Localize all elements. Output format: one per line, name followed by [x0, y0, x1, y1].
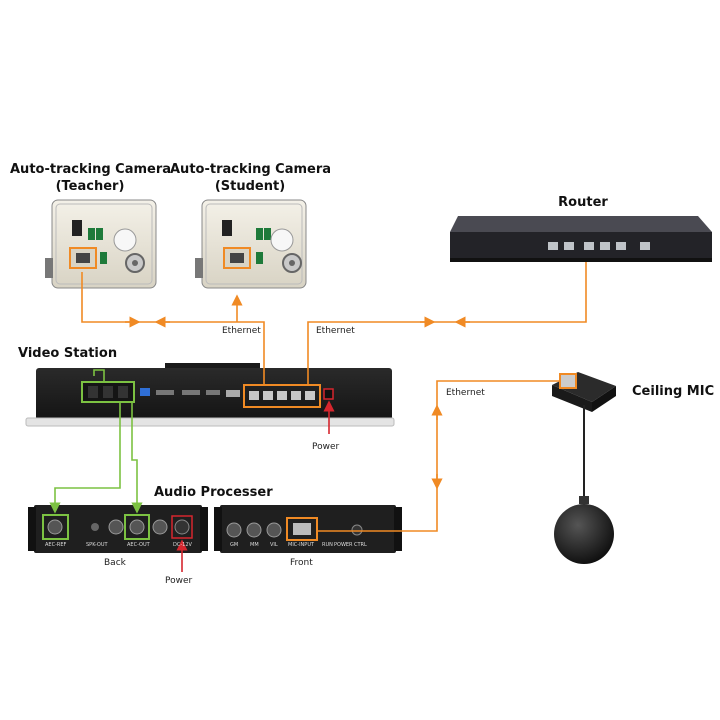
audio-processor-back: [28, 505, 208, 553]
camera-student: [195, 199, 307, 289]
port-label-gm: GM: [230, 542, 239, 548]
ethernet-links: [81, 262, 587, 532]
audio-processor-back-caption: Back: [104, 558, 126, 568]
router-title: Router: [558, 195, 608, 210]
port-label-mic-input: MIC-INPUT: [288, 542, 315, 548]
ceiling-mic-title: Ceiling MIC: [632, 384, 715, 399]
camera-teacher: [45, 199, 157, 289]
camera-student-title-line1: Auto-tracking Camera: [170, 162, 332, 177]
router: [450, 216, 712, 262]
camera-student-title: Auto-tracking Camera (Student): [170, 161, 332, 195]
port-label-vil: VIL: [270, 542, 278, 548]
port-label-aec-ref: AEC-REF: [45, 542, 67, 548]
ethernet-label-3: Ethernet: [446, 388, 485, 398]
ethernet-label-1: Ethernet: [222, 326, 261, 336]
audio-processor-title: Audio Processer: [154, 485, 273, 500]
port-label-ctrl: CTRL: [354, 542, 367, 548]
audio-links: [49, 369, 143, 514]
camera-student-title-line2: (Student): [214, 179, 286, 194]
camera-teacher-title-line1: Auto-tracking Camera: [10, 162, 172, 177]
audio-processor-front: [214, 505, 402, 553]
power-label-2: Power: [165, 576, 193, 586]
power-links: [176, 400, 335, 572]
camera-teacher-title: Auto-tracking Camera (Teacher): [10, 161, 172, 195]
port-label-run: RUN: [322, 542, 333, 548]
power-label-1: Power: [312, 442, 340, 452]
port-label-dc-12v: DC-12V: [173, 542, 192, 548]
port-label-power: POWER: [334, 542, 353, 548]
ceiling-mic: [552, 372, 616, 564]
video-station: [25, 363, 395, 427]
port-label-spk-out: SPK-OUT: [86, 542, 108, 548]
camera-teacher-title-line2: (Teacher): [55, 179, 125, 194]
port-label-mm: MM: [250, 542, 259, 548]
port-label-aec-out: AEC-OUT: [127, 542, 150, 548]
ethernet-label-2: Ethernet: [316, 326, 355, 336]
audio-processor-front-caption: Front: [290, 558, 313, 568]
video-station-title: Video Station: [18, 346, 118, 361]
